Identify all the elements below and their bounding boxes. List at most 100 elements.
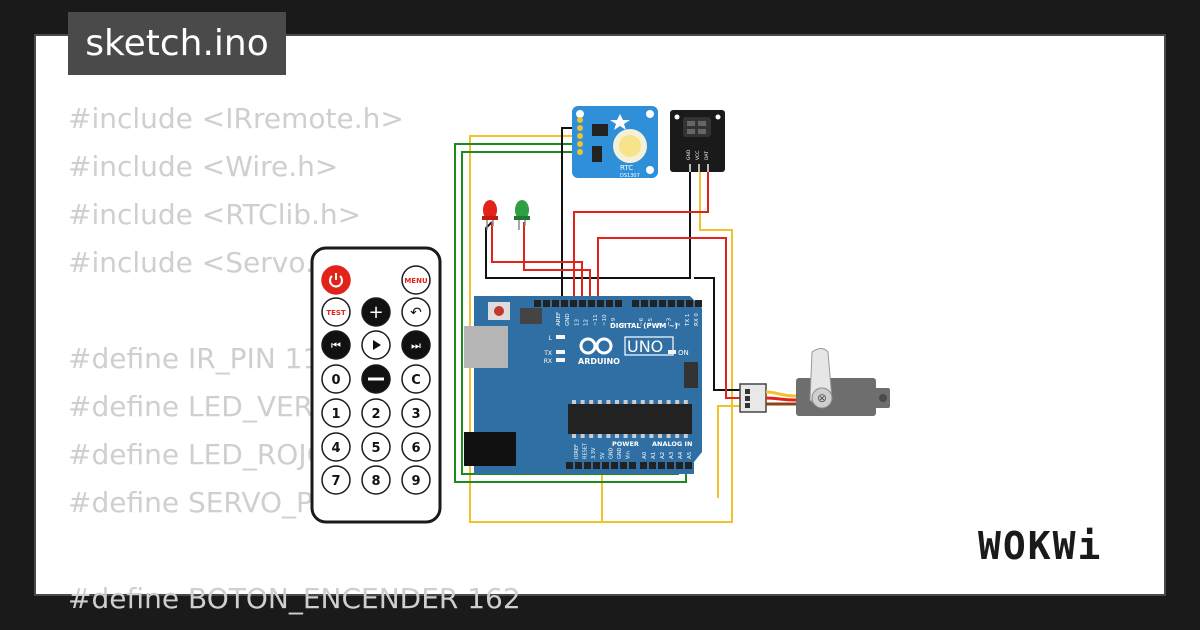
remote-7-button[interactable]: 7 <box>321 465 351 495</box>
analog-pin-label: A1 <box>651 452 657 459</box>
remote-minus-button[interactable] <box>361 364 391 394</box>
remote-test-button[interactable]: TEST <box>321 297 351 327</box>
digital-pin-socket[interactable] <box>543 300 550 307</box>
digital-pin-socket[interactable] <box>552 300 559 307</box>
remote-plus-button[interactable]: + <box>361 297 391 327</box>
remote-digit-label: 7 <box>331 474 340 489</box>
digital-pin-socket[interactable] <box>588 300 595 307</box>
remote-back-button[interactable]: ↶ <box>401 297 431 327</box>
remote-play-button[interactable] <box>361 330 391 360</box>
wire-yellow-rtc <box>469 135 733 523</box>
digital-pin-socket[interactable] <box>615 300 622 307</box>
star-logo-icon <box>610 114 630 130</box>
digital-pin-socket[interactable] <box>561 300 568 307</box>
microcontroller-chip-icon <box>568 404 692 434</box>
rewind-icon: ⏮ <box>331 339 341 352</box>
remote-digit-label: 6 <box>411 441 420 456</box>
remote-C-button[interactable]: C <box>401 364 431 394</box>
digital-pin-socket[interactable] <box>597 300 604 307</box>
power-header <box>566 462 636 469</box>
board-led-icon <box>556 350 565 354</box>
power-pin-label: Vin <box>626 451 632 459</box>
remote-4-button[interactable]: 4 <box>321 432 351 462</box>
digital-pin-label: 2 <box>676 323 682 327</box>
led-red[interactable] <box>482 200 500 230</box>
remote-2-button[interactable]: 2 <box>361 398 391 428</box>
power-pin-socket[interactable] <box>602 462 609 469</box>
file-tab[interactable]: sketch.ino <box>68 12 286 75</box>
digital-pin-socket[interactable] <box>659 300 666 307</box>
remote-8-button[interactable]: 8 <box>361 465 391 495</box>
digital-pin-label: GND <box>565 313 571 326</box>
code-line: #define BOTON_ENCENDER 162 <box>68 582 521 615</box>
remote-1-button[interactable]: 1 <box>321 398 351 428</box>
rtc-label: RTC <box>620 164 633 172</box>
digital-pin-socket[interactable] <box>695 300 702 307</box>
fast-forward-icon: ⏭ <box>411 339 421 352</box>
mount-hole-icon <box>646 110 654 118</box>
power-label: POWER <box>612 440 639 448</box>
digital-pin-socket[interactable] <box>570 300 577 307</box>
power-pin-label: 3.3V <box>591 447 597 459</box>
power-pin-socket[interactable] <box>584 462 591 469</box>
digital-pin-socket[interactable] <box>579 300 586 307</box>
analog-pin-label: A2 <box>660 452 666 459</box>
power-pin-socket[interactable] <box>593 462 600 469</box>
arduino-brand: ARDUINO <box>578 357 620 366</box>
power-pin-socket[interactable] <box>629 462 636 469</box>
analog-pin-socket[interactable] <box>685 462 692 469</box>
remote-digit-label: 3 <box>411 407 420 422</box>
remote-next-button[interactable]: ⏭ <box>401 330 431 360</box>
board-led-icon <box>556 335 565 339</box>
remote-5-button[interactable]: 5 <box>361 432 391 462</box>
analog-pin-socket[interactable] <box>649 462 656 469</box>
on-led-icon <box>668 350 676 354</box>
remote-power-button[interactable] <box>321 265 351 295</box>
remote-0-button[interactable]: 0 <box>321 364 351 394</box>
remote-6-button[interactable]: 6 <box>401 432 431 462</box>
remote-digit-label: 1 <box>331 407 340 422</box>
digital-pin-label: ~11 <box>593 314 599 326</box>
led-green[interactable] <box>514 200 530 230</box>
remote-menu-button[interactable]: MENU <box>401 265 431 295</box>
digital-pin-socket[interactable] <box>641 300 648 307</box>
remote-3-button[interactable]: 3 <box>401 398 431 428</box>
servo-motor[interactable]: ⊗ <box>739 348 890 417</box>
analog-pin-socket[interactable] <box>667 462 674 469</box>
digital-pin-label: ~3 <box>666 317 672 326</box>
remote-prev-button[interactable]: ⏮ <box>321 330 351 360</box>
digital-pin-socket[interactable] <box>677 300 684 307</box>
analog-pin-socket[interactable] <box>658 462 665 469</box>
usb-port-icon <box>464 326 508 368</box>
analog-pin-socket[interactable] <box>676 462 683 469</box>
wire-red-led-rojo <box>491 222 583 305</box>
power-pin-socket[interactable] <box>566 462 573 469</box>
ir-pin <box>689 164 691 172</box>
power-pin-socket[interactable] <box>611 462 618 469</box>
power-pin-socket[interactable] <box>575 462 582 469</box>
digital-pin-socket[interactable] <box>686 300 693 307</box>
digital-pin-socket[interactable] <box>534 300 541 307</box>
digital-pin-label: 12 <box>584 319 590 326</box>
servo-connector <box>739 383 767 413</box>
analog-pin-socket[interactable] <box>640 462 647 469</box>
digital-pin-label: ~9 <box>611 317 617 326</box>
power-pin-socket[interactable] <box>620 462 627 469</box>
remote-9-button[interactable]: 9 <box>401 465 431 495</box>
digital-pin-label: 8 <box>620 322 626 326</box>
digital-pin-socket[interactable] <box>632 300 639 307</box>
digital-pin-socket[interactable] <box>606 300 613 307</box>
rtc-module[interactable]: RTC DS1307 <box>572 106 658 179</box>
analog-label: ANALOG IN <box>652 440 692 448</box>
remote-digit-label: 9 <box>411 474 420 489</box>
digital-header <box>534 300 702 307</box>
digital-pin-socket[interactable] <box>668 300 675 307</box>
digital-pin-socket[interactable] <box>650 300 657 307</box>
on-label: ON <box>678 349 689 357</box>
power-pin-label: GND <box>608 447 614 459</box>
